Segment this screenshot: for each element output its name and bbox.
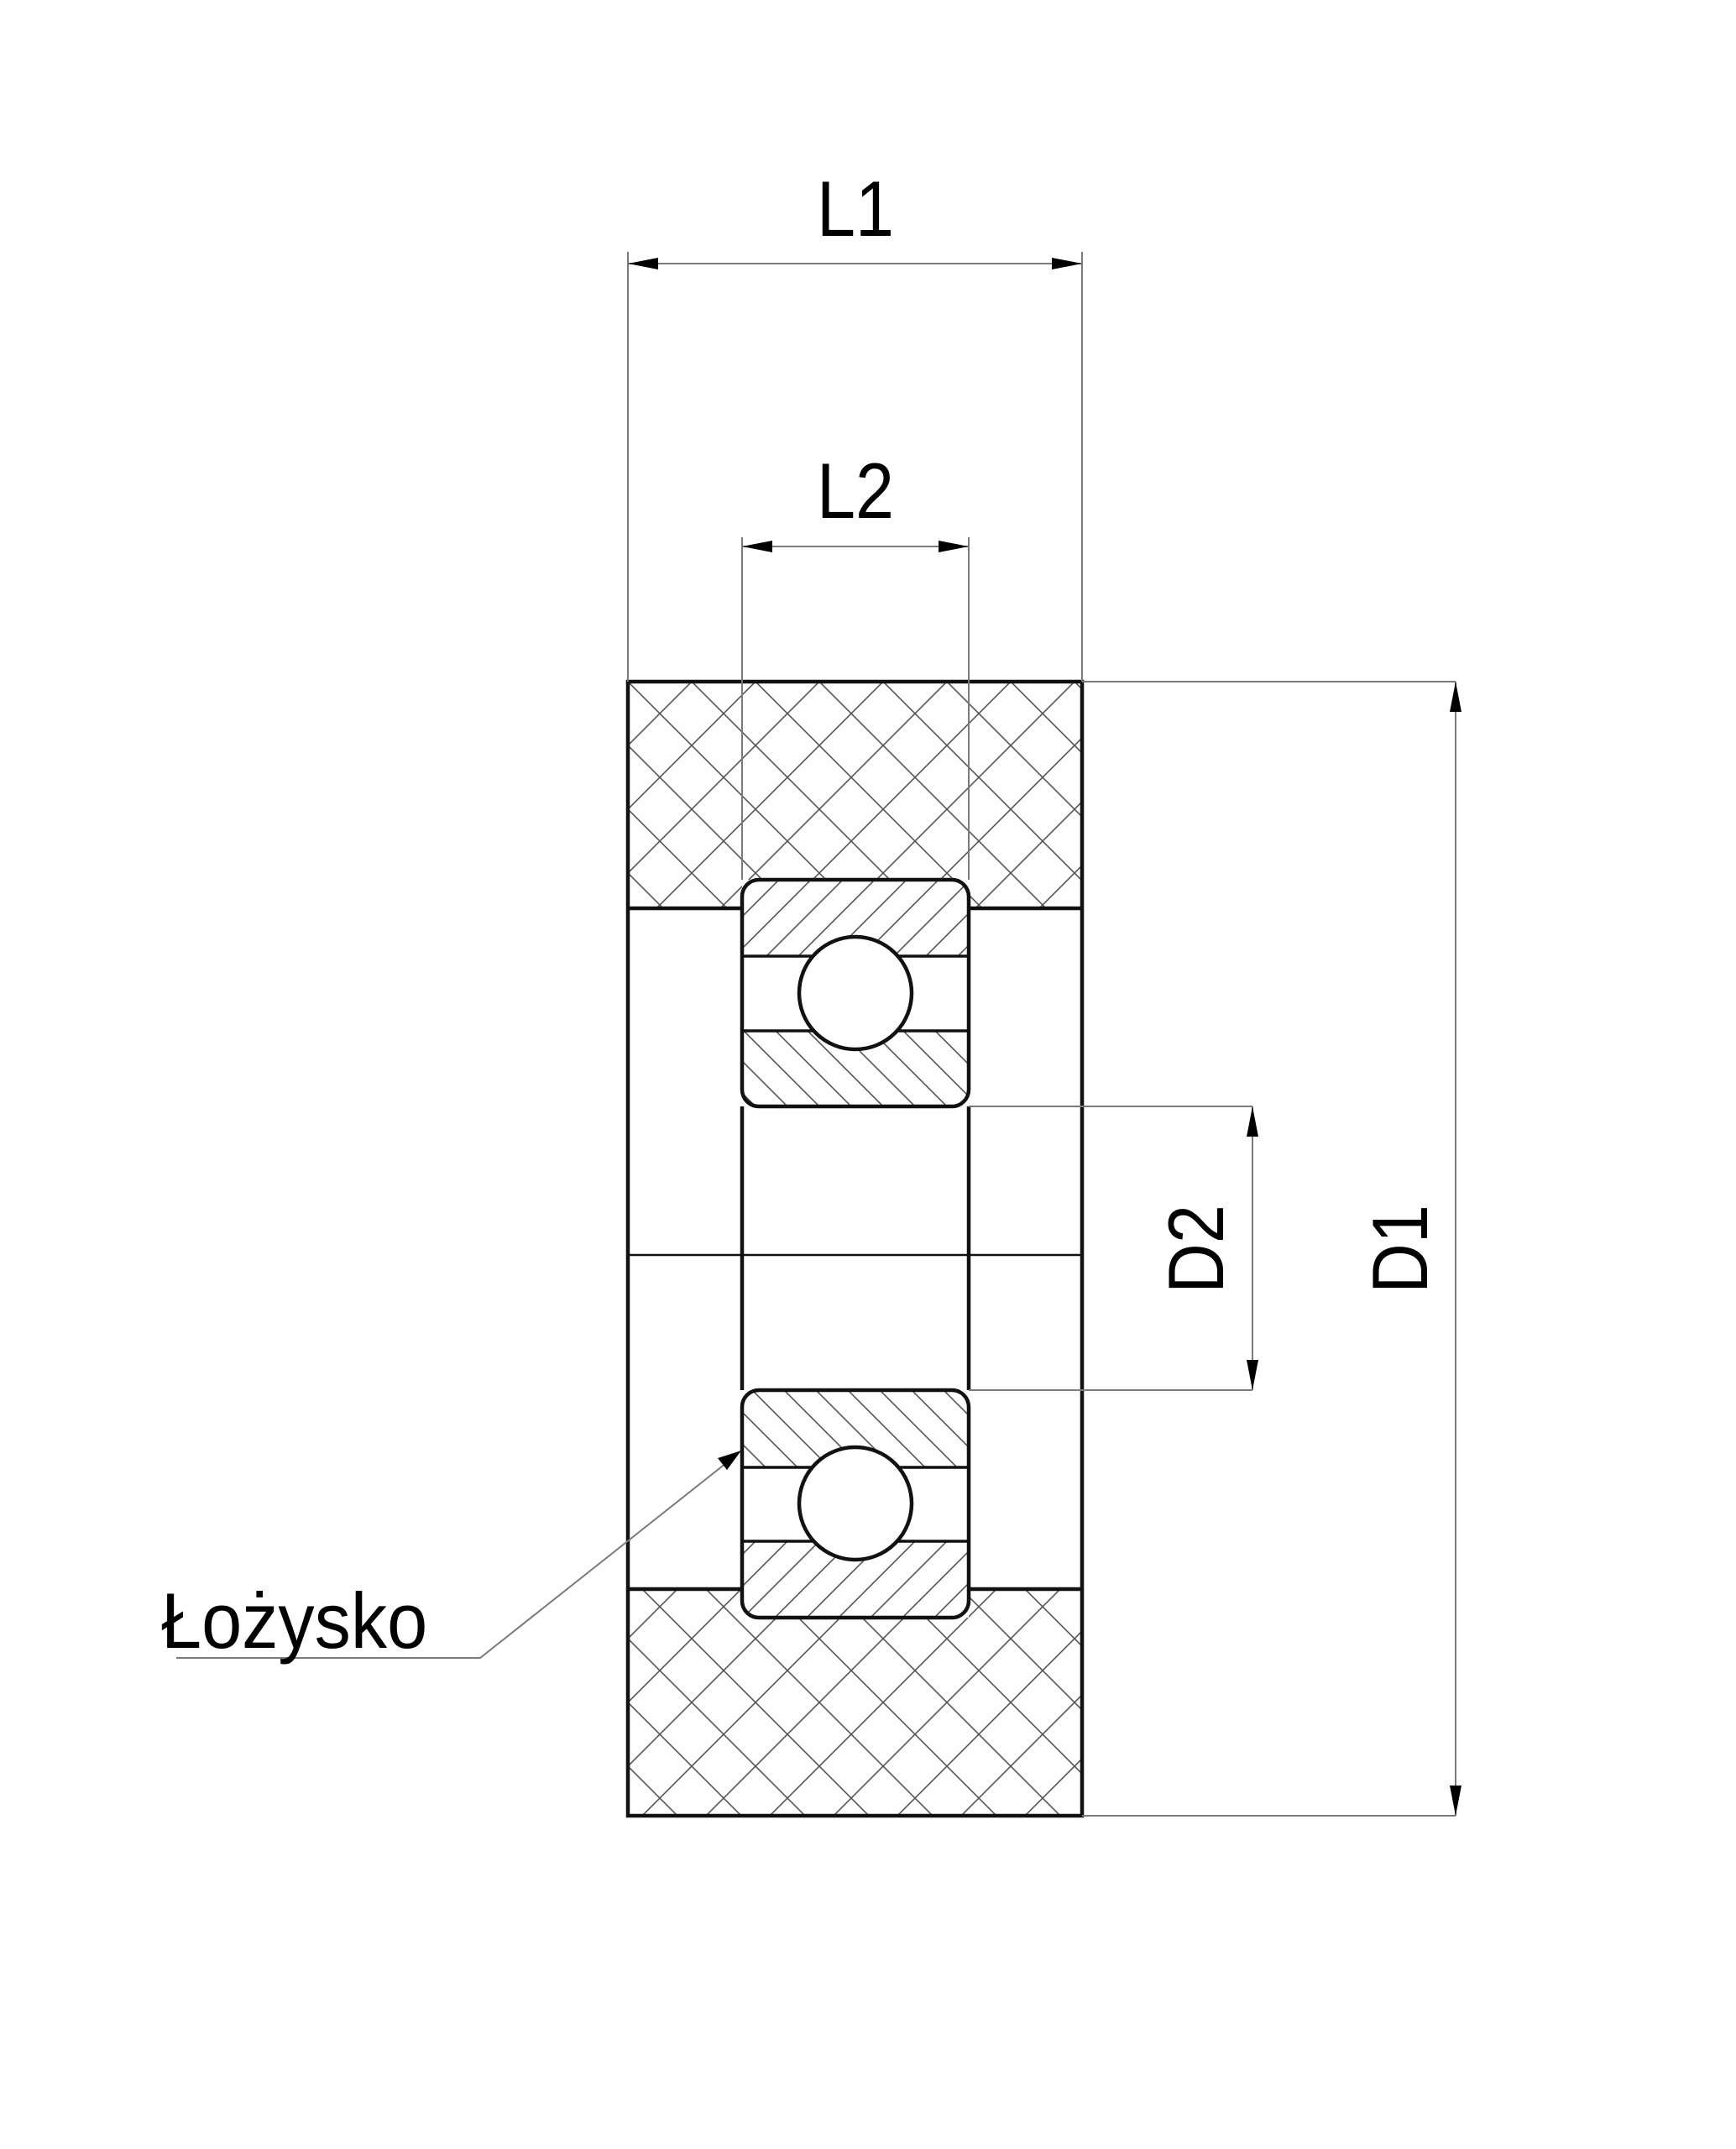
ball-icon <box>797 934 914 1052</box>
bearing-leader-line <box>176 1451 741 1659</box>
rubber-tread-top <box>628 682 1082 908</box>
rubber-tread-bottom <box>628 1589 1082 1816</box>
dimension-label-l1: L1 <box>817 165 894 253</box>
dimension-label-d2: D2 <box>1152 1205 1240 1294</box>
roller-body-outline <box>625 679 1085 1818</box>
bearing-upper <box>740 877 971 1109</box>
dimension-label-d1: D1 <box>1356 1205 1444 1294</box>
dimension-l2 <box>741 537 970 880</box>
dimension-d2 <box>969 1106 1258 1391</box>
dimension-l1 <box>627 252 1083 682</box>
dimension-label-l2: L2 <box>817 447 894 535</box>
bearing-callout-label: Łożysko <box>161 1577 427 1665</box>
dimension-d1 <box>1082 681 1461 1817</box>
ball-icon <box>797 1445 914 1562</box>
bearing-lower <box>740 1388 971 1620</box>
